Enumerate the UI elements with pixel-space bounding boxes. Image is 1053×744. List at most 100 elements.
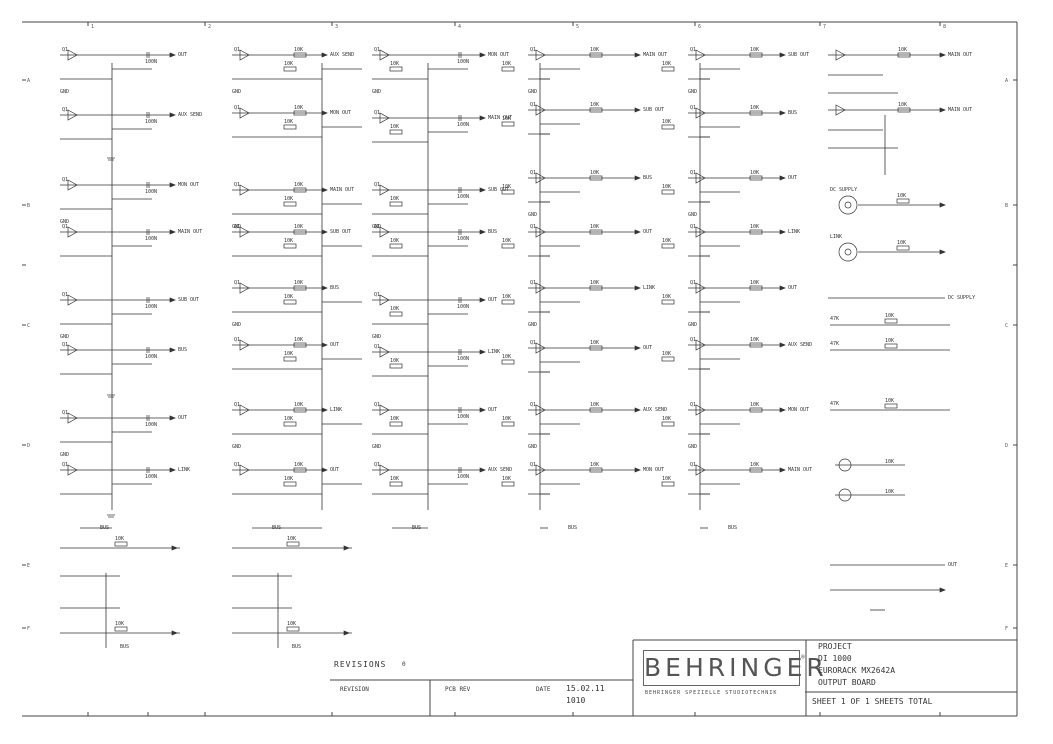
zone-top-1: 1 xyxy=(91,24,95,30)
resistor xyxy=(293,342,307,348)
opamp xyxy=(67,294,78,306)
channel-ref: Q1 xyxy=(234,224,241,230)
resistor xyxy=(293,110,307,116)
resistor xyxy=(749,407,763,413)
resistor xyxy=(897,52,911,58)
output-net-label: BUS xyxy=(330,285,340,291)
resistor-label: 10K xyxy=(750,402,760,408)
output-arrow xyxy=(634,52,641,58)
output-net-label: LINK xyxy=(330,407,343,413)
opamp xyxy=(695,49,706,61)
output-arrow xyxy=(634,229,641,235)
resistor xyxy=(501,121,515,127)
resistor-label: 10K xyxy=(284,294,294,300)
channel-ref: Q1 xyxy=(62,462,69,468)
ground-label: GND xyxy=(688,322,698,328)
channel-ref: Q1 xyxy=(374,47,381,53)
revisions-label: REVISIONS xyxy=(334,660,387,669)
resistor xyxy=(283,201,297,207)
zone-top-4: 4 xyxy=(458,24,462,30)
output-net-label: MON OUT xyxy=(178,182,200,188)
channel-ref: Q1 xyxy=(234,402,241,408)
resistor xyxy=(293,285,307,291)
revision-date: 15.02.11 xyxy=(566,684,605,693)
ground-label: GND xyxy=(60,452,70,458)
channel-ref: Q1 xyxy=(530,47,537,53)
resistor-label: 10K xyxy=(750,280,760,286)
output-net-label: SUB OUT xyxy=(643,107,665,113)
ground-label: GND xyxy=(60,334,70,340)
capacitor-label: 100N xyxy=(145,354,158,360)
output-net-label: AUX SEND xyxy=(788,342,813,348)
opamp xyxy=(695,282,706,294)
channel-ref: Q1 xyxy=(690,402,697,408)
resistor xyxy=(501,66,515,72)
ground-label: GND xyxy=(372,444,382,450)
connector-label: LINK xyxy=(830,234,843,240)
opamp xyxy=(379,404,390,416)
output-net-label: SUB OUT xyxy=(488,187,510,193)
output-net-label: BUS xyxy=(643,175,653,181)
zone-top-6: 6 xyxy=(698,24,702,30)
resistor-label: 10K xyxy=(662,294,672,300)
resistor-label: 10K xyxy=(294,47,304,53)
resistor-label: 10K xyxy=(390,476,400,482)
resistor xyxy=(389,363,403,369)
circuit-wiring xyxy=(60,54,950,648)
resistor-label: 10K xyxy=(502,354,512,360)
channel-ref: Q1 xyxy=(62,224,69,230)
output-arrow xyxy=(343,545,350,551)
opamp xyxy=(239,339,250,351)
output-net-label: OUT xyxy=(178,415,188,421)
rail-label: BUS xyxy=(568,525,578,531)
resistor xyxy=(661,356,675,362)
output-arrow xyxy=(479,297,486,303)
resistor xyxy=(589,467,603,473)
output-net-label: MAIN OUT xyxy=(330,187,355,193)
zone-left-B: B xyxy=(27,203,31,209)
opamp xyxy=(379,346,390,358)
resistor xyxy=(884,343,898,349)
rail-label: BUS xyxy=(412,525,422,531)
opamp xyxy=(695,339,706,351)
ground-label: GND xyxy=(60,219,70,225)
sheet-frame xyxy=(22,21,1018,717)
resistor-label: 10K xyxy=(750,170,760,176)
channel-ref: Q1 xyxy=(374,224,381,230)
resistor xyxy=(749,285,763,291)
output-net-label: MAIN OUT xyxy=(948,107,973,113)
resistor xyxy=(293,229,307,235)
ground-label: GND xyxy=(688,89,698,95)
zone-left-C: C xyxy=(27,323,31,329)
output-arrow xyxy=(171,630,178,636)
capacitor-label: 100N xyxy=(145,304,158,310)
channel-ref: Q1 xyxy=(374,462,381,468)
output-net-label: MAIN OUT xyxy=(788,467,813,473)
resistor xyxy=(661,66,675,72)
brand-subtitle: BEHRINGER SPEZIELLE STUDIOTECHNIK xyxy=(645,690,778,696)
resistor-label: 10K xyxy=(287,621,297,627)
resistor xyxy=(589,52,603,58)
zone-left-A: A xyxy=(27,78,31,84)
output-net-label: MAIN OUT xyxy=(488,115,513,121)
output-net-label: LINK xyxy=(788,229,801,235)
output-net-label: DC SUPPLY xyxy=(948,295,976,301)
resistor xyxy=(896,245,910,251)
resistor-label: 10K xyxy=(590,340,600,346)
opamp xyxy=(835,49,846,61)
output-net-label: OUT xyxy=(788,285,798,291)
resistor-label: 10K xyxy=(750,105,760,111)
resistor-label: 47K xyxy=(830,316,840,322)
revision-mark: 0 xyxy=(402,661,407,668)
ground-label: GND xyxy=(528,322,538,328)
ground-label: GND xyxy=(688,444,698,450)
output-arrow xyxy=(634,107,641,113)
output-arrow xyxy=(169,347,176,353)
channel-ref: Q1 xyxy=(234,182,241,188)
output-net-label: OUT xyxy=(788,175,798,181)
channel-ref: Q1 xyxy=(690,47,697,53)
opamp xyxy=(67,179,78,191)
output-net-label: OUT xyxy=(488,297,498,303)
capacitor-label: 100N xyxy=(457,474,470,480)
resistor xyxy=(389,129,403,135)
